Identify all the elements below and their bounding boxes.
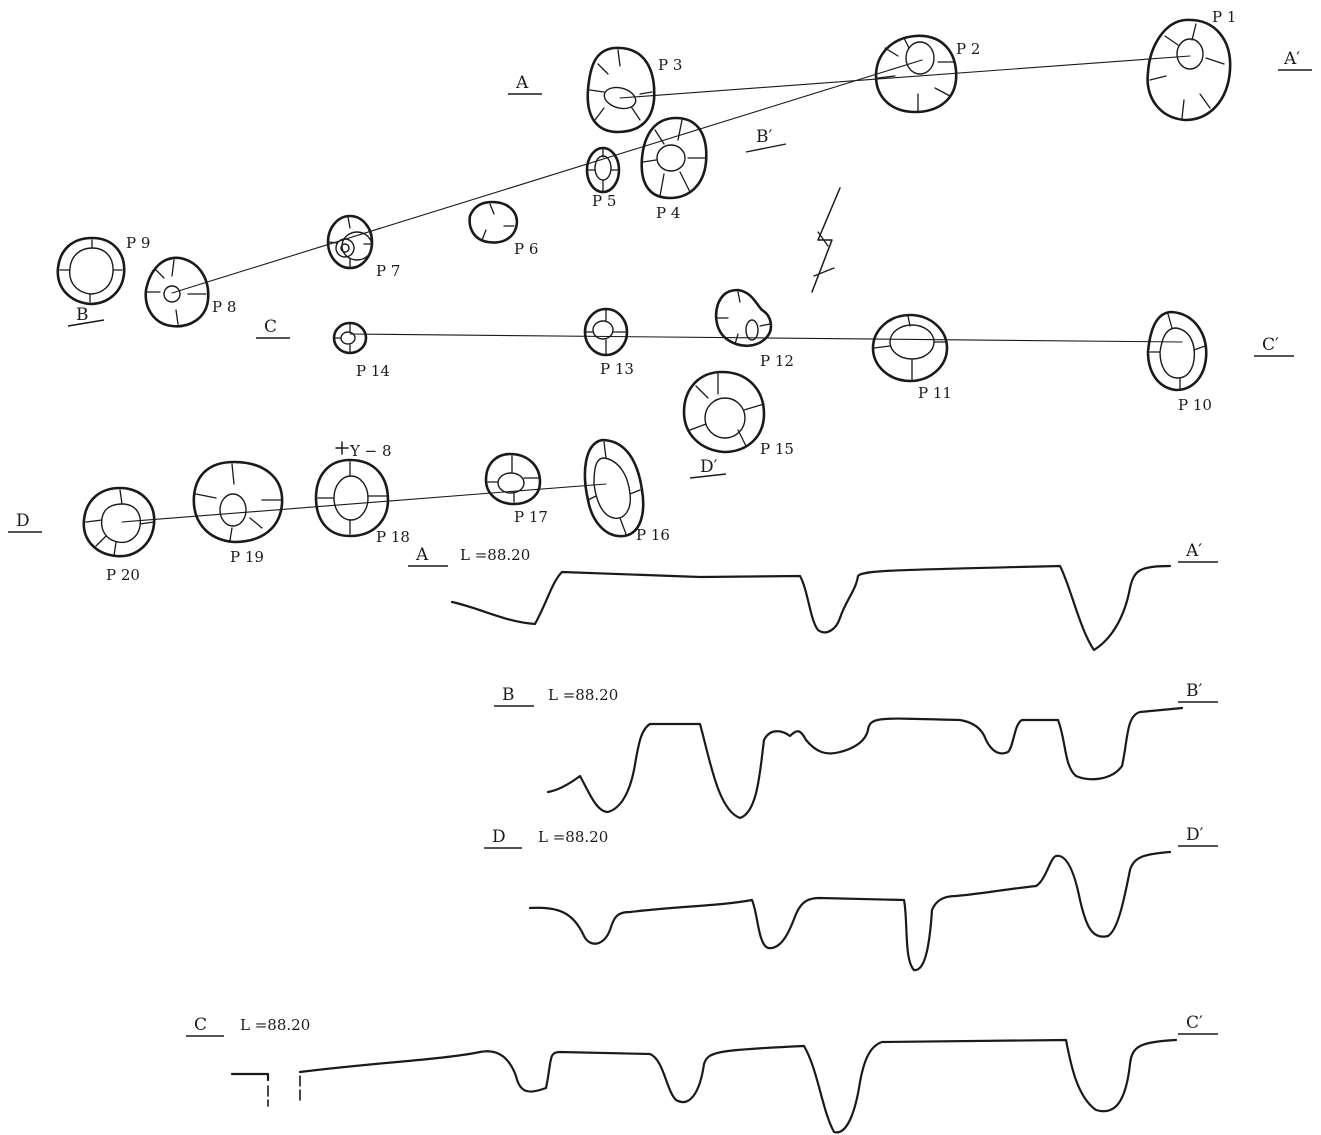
- pit-label-p3: P 3: [658, 56, 682, 74]
- plan-label-c-prime: C′: [1262, 335, 1279, 355]
- profile-a-end-label: A′: [1185, 541, 1202, 561]
- pit-p4: [640, 116, 708, 200]
- section-line-a: [619, 55, 1191, 99]
- pit-label-p17: P 17: [514, 508, 548, 526]
- profile-d-start-label: D: [492, 827, 506, 847]
- profile-c-start-label: C: [194, 1015, 207, 1035]
- profile-c-line-left: [230, 1072, 270, 1082]
- pit-p2: [874, 34, 958, 114]
- pit-p16: [583, 438, 645, 538]
- pit-label-p20: P 20: [106, 566, 140, 584]
- pit-label-p13: P 13: [600, 360, 634, 378]
- pit-label-p1: P 1: [1212, 8, 1236, 26]
- pit-p13: [583, 307, 629, 357]
- pit-p17: [484, 452, 542, 506]
- pit-p19: [192, 460, 284, 544]
- profile-b-level: L =88.20: [548, 686, 618, 704]
- profile-a: A L =88.20 A′: [408, 541, 1218, 652]
- pit-label-p18: P 18: [376, 528, 410, 546]
- pit-label-p4: P 4: [656, 204, 680, 222]
- pit-p10: [1146, 310, 1208, 392]
- north-arrow-icon: [811, 187, 841, 293]
- plan-label-b-prime: B′: [756, 127, 772, 147]
- pit-p12: [714, 288, 773, 348]
- pit-p1: [1146, 18, 1232, 122]
- pit-label-p9: P 9: [126, 234, 150, 252]
- pit-label-p10: P 10: [1178, 396, 1212, 414]
- plan-label-d-prime: D′: [700, 457, 718, 477]
- plan-label-d: D: [16, 511, 30, 531]
- pit-label-p6: P 6: [514, 240, 538, 258]
- profile-d-end-label: D′: [1186, 825, 1204, 845]
- pit-p15: [682, 370, 766, 454]
- pit-label-p8: P 8: [212, 298, 236, 316]
- plan-label-a: A: [515, 73, 529, 93]
- profile-c-end-label: C′: [1186, 1013, 1203, 1033]
- pit-p7: [326, 214, 374, 270]
- pit-p8: [144, 256, 210, 328]
- plan-label-b: B: [76, 305, 89, 325]
- pit-label-p19: P 19: [230, 548, 264, 566]
- profile-b-start-label: B: [502, 685, 515, 705]
- plan-label-c: C: [264, 317, 277, 337]
- pit-label-p15: P 15: [760, 440, 794, 458]
- profile-c-level: L =88.20: [240, 1016, 310, 1034]
- pit-label-p7: P 7: [376, 262, 400, 280]
- plan-label-a-prime: A′: [1283, 49, 1300, 69]
- pit-p11: [871, 313, 949, 383]
- pit-label-p12: P 12: [760, 352, 794, 370]
- profile-d-line: [528, 850, 1172, 972]
- pit-p6: [468, 200, 519, 244]
- profile-d-level: L =88.20: [538, 828, 608, 846]
- profile-a-level: L =88.20: [460, 546, 530, 564]
- profile-a-line: [450, 564, 1172, 652]
- pit-p5: [585, 146, 621, 194]
- profile-c-line: [298, 1038, 1178, 1134]
- profile-d: D L =88.20 D′: [484, 825, 1218, 972]
- section-line-b: [171, 59, 923, 294]
- profile-b-end-label: B′: [1186, 681, 1202, 701]
- profile-b: B L =88.20 B′: [494, 681, 1218, 820]
- pit-label-p14: P 14: [356, 362, 390, 380]
- datum-marker-label: Y − 8: [349, 442, 392, 460]
- section-line-d: [121, 483, 607, 523]
- pit-label-p5: P 5: [592, 192, 616, 210]
- profile-b-line: [546, 706, 1184, 820]
- pit-label-p16: P 16: [636, 526, 670, 544]
- profile-c: C L =88.20 C′: [186, 1013, 1218, 1134]
- pit-p14: [332, 321, 368, 355]
- pit-p9: [56, 236, 126, 306]
- pit-label-p11: P 11: [918, 384, 952, 402]
- pit-label-p2: P 2: [956, 40, 980, 58]
- pit-p3: [586, 46, 656, 134]
- pit-p18: [314, 458, 390, 538]
- profile-a-start-label: A: [415, 545, 429, 565]
- datum-cross-icon: [335, 441, 349, 455]
- pit-p20: [82, 486, 156, 558]
